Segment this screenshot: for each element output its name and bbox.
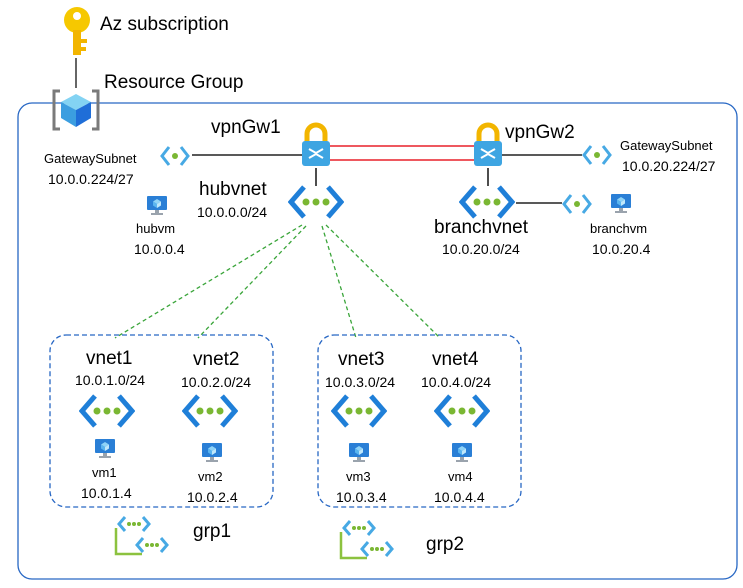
vnet1-cidr: 10.0.1.0/24 <box>75 372 146 388</box>
vm3-name: vm3 <box>346 469 371 484</box>
branchvm-name: branchvm <box>590 221 648 236</box>
vnet1-icon <box>79 393 135 429</box>
vm4-icon <box>450 441 474 465</box>
hub-subnet-icon <box>160 144 190 168</box>
vm3-icon <box>347 441 371 465</box>
subscription-label: Az subscription <box>100 14 229 35</box>
branch-subnet-icon <box>582 143 612 167</box>
grp2-boundary <box>317 334 522 508</box>
hubvm-icon <box>145 194 169 218</box>
hubvnet-icon <box>288 184 344 220</box>
grp2-label: grp2 <box>426 534 465 555</box>
vnet4-icon <box>434 393 490 429</box>
resource-group-boundary <box>17 102 738 580</box>
vnet2-label: vnet2 <box>193 349 240 370</box>
vpngw1-lock-icon <box>300 122 332 168</box>
vm4-ip: 10.0.4.4 <box>434 489 485 505</box>
branchvnet-icon <box>459 184 515 220</box>
vm1-name: vm1 <box>92 465 117 480</box>
vm3-ip: 10.0.3.4 <box>336 489 387 505</box>
peering-vnet3 <box>321 225 357 339</box>
branchvnet-cidr: 10.0.20.0/24 <box>442 241 520 257</box>
vm2-ip: 10.0.2.4 <box>187 489 238 505</box>
hubvm-ip: 10.0.0.4 <box>134 241 185 257</box>
hub-subnet-name: GatewaySubnet <box>44 151 137 166</box>
grp1-boundary <box>49 334 274 508</box>
grp2-network-group-icon <box>337 514 397 564</box>
hubvnet-cidr: 10.0.0.0/24 <box>197 204 268 220</box>
vnet3-cidr: 10.0.3.0/24 <box>325 374 396 390</box>
vpngw1-label: vpnGw1 <box>211 117 281 138</box>
branchvm-icon <box>609 192 633 216</box>
vnet4-cidr: 10.0.4.0/24 <box>421 374 492 390</box>
peering-vnet1 <box>114 224 303 339</box>
branch-subnet-cidr: 10.0.20.224/27 <box>622 158 716 174</box>
vm4-name: vm4 <box>448 469 473 484</box>
branch-subnet-name: GatewaySubnet <box>620 138 713 153</box>
resource-group-cube-icon <box>50 87 102 133</box>
vm2-name: vm2 <box>198 469 223 484</box>
branchvnet-subnet-icon <box>562 192 592 216</box>
vnet2-cidr: 10.0.2.0/24 <box>181 374 252 390</box>
vnet1-label: vnet1 <box>86 348 133 369</box>
hubvnet-label: hubvnet <box>199 179 267 200</box>
vnet4-label: vnet4 <box>432 349 479 370</box>
branchvnet-label: branchvnet <box>434 217 529 238</box>
branchvm-ip: 10.0.20.4 <box>592 241 651 257</box>
vm2-icon <box>200 441 224 465</box>
resource-group-label: Resource Group <box>104 72 244 93</box>
key-icon <box>60 6 94 58</box>
vnet3-label: vnet3 <box>338 349 385 370</box>
peering-vnet4 <box>325 224 441 339</box>
vnet3-icon <box>331 393 387 429</box>
vm1-icon <box>93 437 117 461</box>
hub-subnet-cidr: 10.0.0.224/27 <box>48 171 134 187</box>
vnet2-icon <box>182 393 238 429</box>
vpngw2-lock-icon <box>472 122 504 168</box>
vm1-ip: 10.0.1.4 <box>81 485 132 501</box>
grp1-label: grp1 <box>193 521 232 542</box>
grp1-network-group-icon <box>112 510 172 560</box>
peering-vnet2 <box>197 225 307 339</box>
hubvm-name: hubvm <box>136 221 176 236</box>
vpngw2-label: vpnGw2 <box>505 122 575 143</box>
